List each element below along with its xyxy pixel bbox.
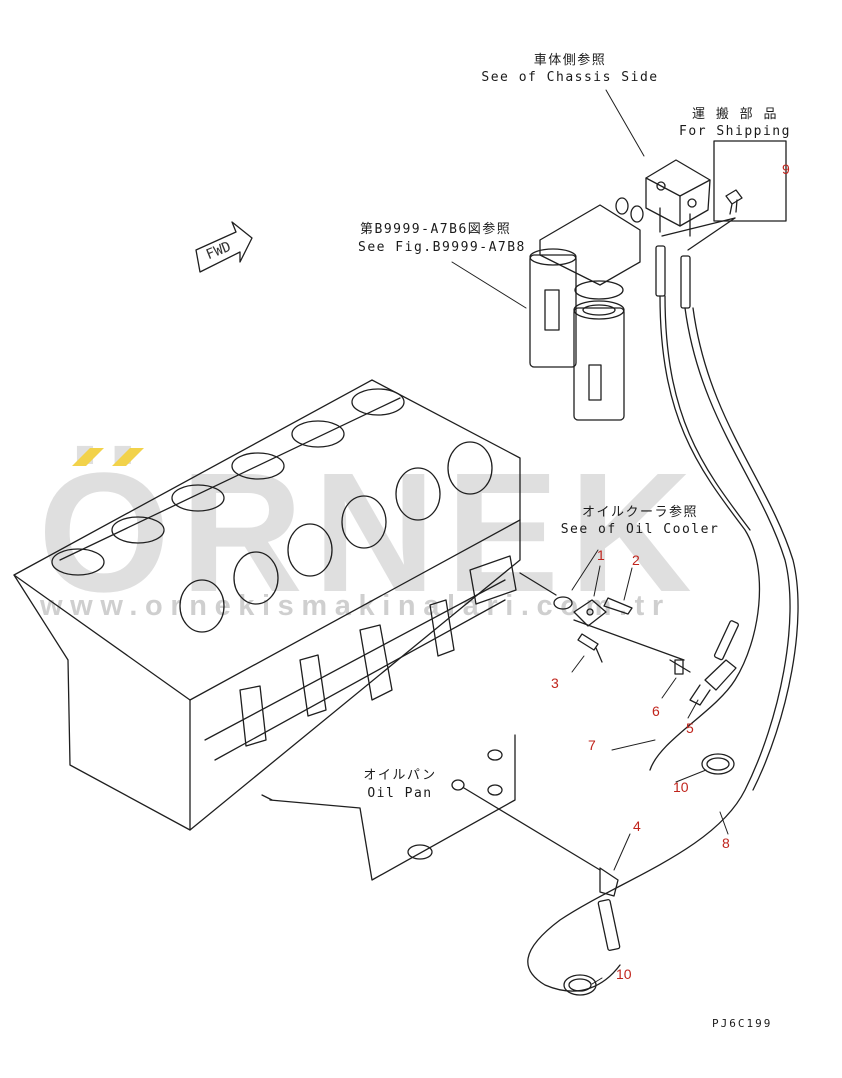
shipping-note-en: For Shipping: [679, 124, 791, 139]
o-ring: [615, 197, 629, 215]
callout-7: 7: [588, 737, 596, 753]
drawing-code: PJ6C199: [712, 1017, 773, 1030]
clamp-10: [701, 753, 735, 775]
elbow-fitting-5: [689, 620, 739, 706]
fwd-arrow-icon: [195, 221, 253, 273]
fig-note-en: See Fig.B9999-A7B8: [358, 240, 526, 255]
fig-note-jp: 第B9999-A7B6図参照: [360, 222, 512, 237]
callout-4: 4: [633, 818, 641, 834]
callout-10-upper: 10: [673, 779, 689, 795]
callout-3: 3: [551, 675, 559, 691]
o-ring: [630, 205, 644, 223]
chassis-note-en: See of Chassis Side: [481, 70, 659, 85]
oil-filter-assembly: [529, 204, 641, 421]
shipping-box: [713, 140, 787, 222]
watermark-accent: [72, 448, 144, 466]
chassis-note-jp: 車体側参照: [533, 53, 607, 68]
bolt-2: [603, 597, 633, 615]
cooler-note-en: See of Oil Cooler: [560, 522, 720, 537]
flange-plate: [573, 599, 607, 627]
callout-6: 6: [652, 703, 660, 719]
callout-9: 9: [782, 161, 790, 177]
watermark-url: www.ornekismakinalari.com.tr: [40, 590, 671, 622]
callout-2: 2: [632, 552, 640, 568]
cooler-note-jp: オイルクーラ参照: [581, 505, 699, 520]
callout-8: 8: [722, 835, 730, 851]
oil-pan: [261, 734, 516, 881]
clamp-10: [563, 974, 597, 996]
watermark-brand: ÖRNEK: [38, 438, 702, 628]
pan-note-jp: オイルパン: [363, 768, 437, 783]
engine-block: [13, 379, 521, 831]
pan-note-en: Oil Pan: [367, 786, 433, 801]
bolt-9: [725, 189, 743, 215]
bolt-3: [577, 633, 603, 663]
upper-hose-fittings: [655, 245, 691, 309]
shipping-note-jp: 運 搬 部 品: [692, 107, 778, 122]
hose-8: [527, 307, 799, 992]
gasket-1: [553, 596, 573, 610]
hose-7: [649, 295, 761, 771]
chassis-bracket: [645, 159, 711, 237]
leader-lines: [451, 89, 729, 985]
callout-5: 5: [686, 720, 694, 736]
elbow-fitting-4: [597, 867, 621, 951]
callout-1: 1: [597, 547, 605, 563]
connector-6: [669, 659, 691, 675]
callout-10-lower: 10: [616, 966, 632, 982]
